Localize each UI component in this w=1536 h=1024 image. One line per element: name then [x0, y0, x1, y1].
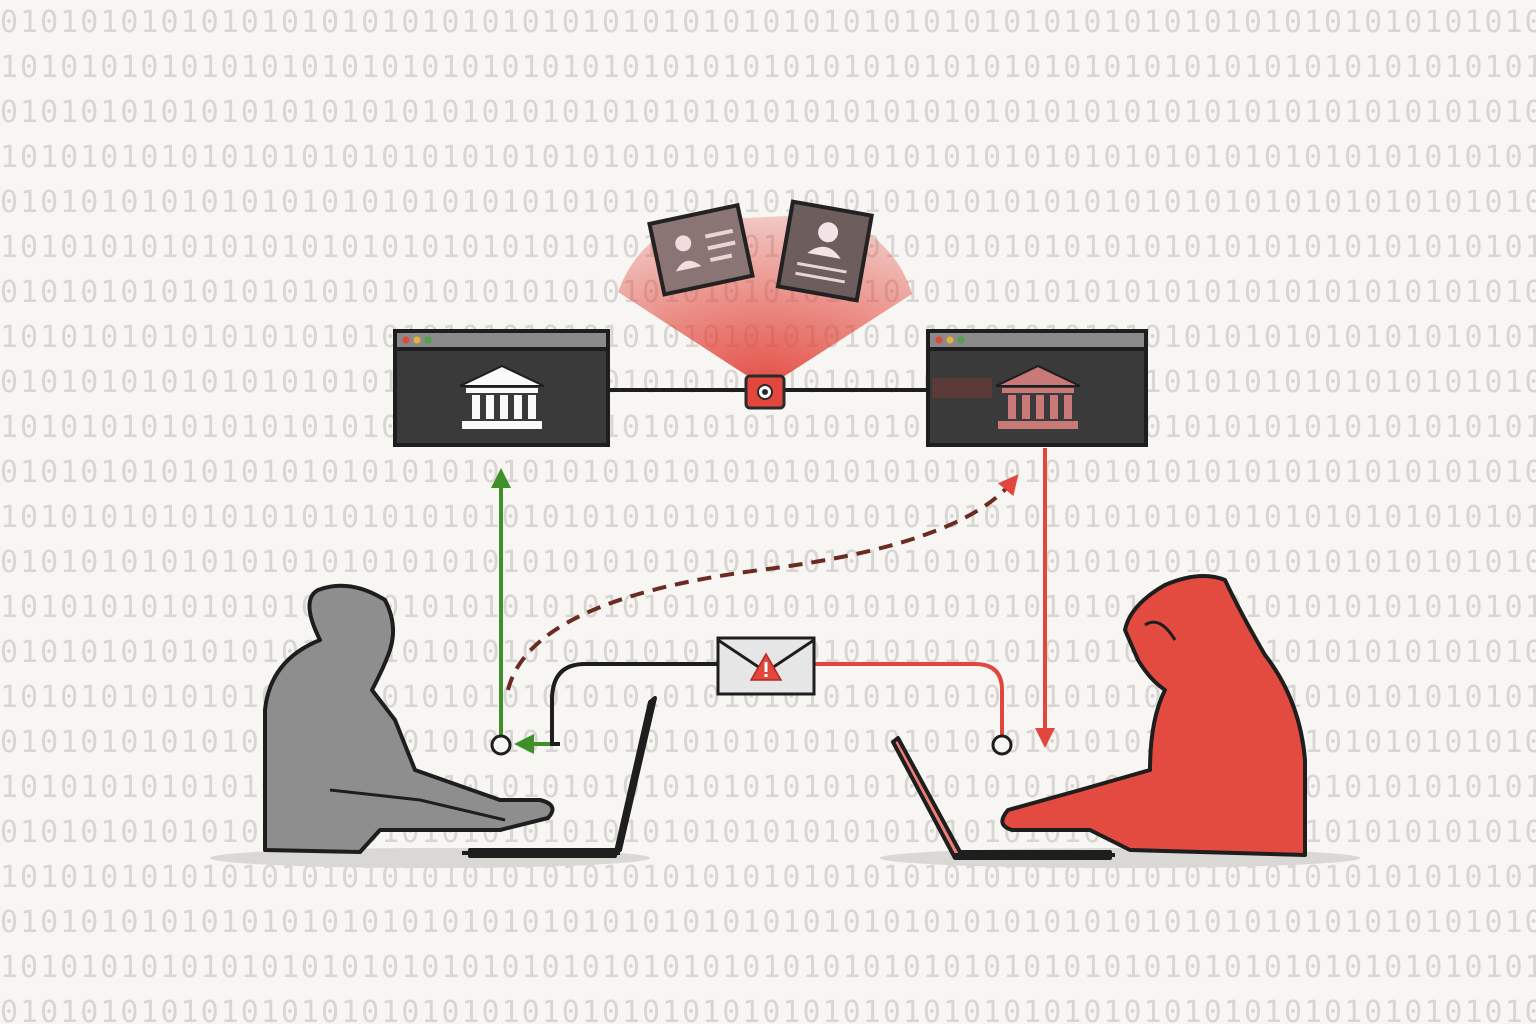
- victim-endpoint: [490, 734, 512, 756]
- binary-row: 1010101010101010101010101010101010101010…: [0, 50, 1536, 85]
- stolen-card-left: [647, 202, 755, 297]
- attacker-laptop: [891, 736, 1115, 860]
- envelope-warning-icon: [749, 652, 783, 681]
- binary-row: 1010101010101010101010101010101010101010…: [0, 950, 1536, 985]
- legit-bank-window: [393, 329, 610, 447]
- binary-row: 0101010101010101010101010101010101010101…: [0, 545, 1536, 580]
- email-link-attacker: [812, 662, 1004, 736]
- binary-row: 0101010101010101010101010101010101010101…: [0, 995, 1536, 1024]
- binary-row: 0101010101010101010101010101010101010101…: [0, 455, 1536, 490]
- attacker-person: [891, 574, 1307, 860]
- binary-row: 1010101010101010101010101010101010101010…: [0, 860, 1536, 895]
- attacker-endpoint: [991, 734, 1013, 756]
- victim-laptop: [462, 696, 657, 858]
- fake-bank-window: [926, 329, 1148, 447]
- fake-bank-icon: [995, 364, 1081, 429]
- binary-row: 1010101010101010101010101010101010101010…: [0, 410, 1536, 445]
- binary-row: 1010101010101010101010101010101010101010…: [0, 500, 1536, 535]
- binary-row: 1010101010101010101010101010101010101010…: [0, 140, 1536, 175]
- phishing-email: [716, 636, 816, 696]
- binary-row: 0101010101010101010101010101010101010101…: [0, 185, 1536, 220]
- email-link-victim: [550, 662, 720, 746]
- binary-row: 0101010101010101010101010101010101010101…: [0, 5, 1536, 40]
- bank-icon: [459, 364, 545, 429]
- binary-row: 0101010101010101010101010101010101010101…: [0, 905, 1536, 940]
- binary-row: 0101010101010101010101010101010101010101…: [0, 95, 1536, 130]
- binary-row: 1010101010101010101010101010101010101010…: [0, 590, 1536, 625]
- stolen-card-right: [775, 199, 875, 303]
- interceptor-device: [744, 374, 786, 410]
- victim-person: [263, 583, 657, 858]
